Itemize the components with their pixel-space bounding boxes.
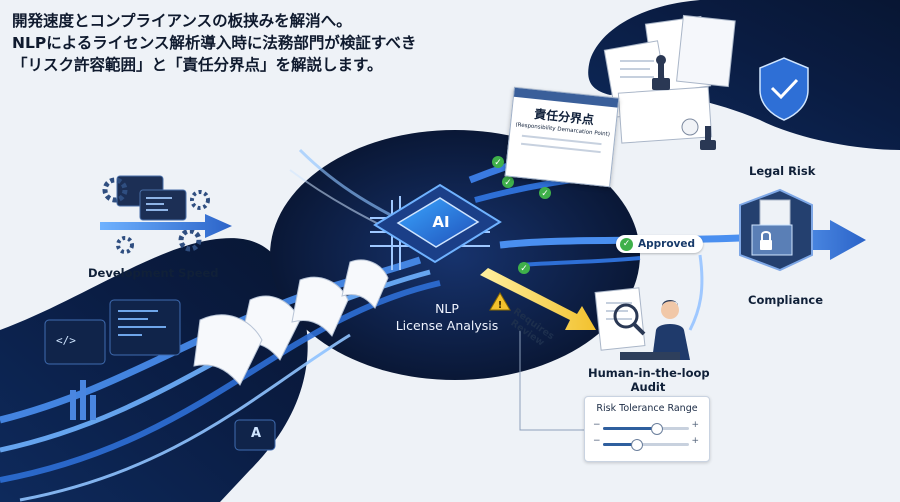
svg-text:!: ! xyxy=(498,300,503,311)
slider-minus: − xyxy=(593,420,601,430)
svg-text:✓: ✓ xyxy=(504,178,512,188)
legal-risk-label: Legal Risk xyxy=(749,164,816,178)
stamp-icon xyxy=(652,55,716,150)
svg-text:✓: ✓ xyxy=(520,264,528,274)
risk-tolerance-title: Risk Tolerance Range xyxy=(596,403,698,414)
legal-documents xyxy=(603,14,736,144)
approved-label: Approved xyxy=(638,238,696,250)
headline-line-1: 開発速度とコンプライアンスの板挟みを解消へ。 xyxy=(12,12,352,30)
slider-minus: − xyxy=(593,436,601,446)
hitl-audit-label: Human-in-the-loop Audit xyxy=(588,366,710,394)
code-tag-icon: </> xyxy=(56,334,76,347)
ai-chip-label: AI xyxy=(432,213,450,231)
person-icon xyxy=(594,287,690,360)
risk-slider-2[interactable]: − + xyxy=(593,436,699,451)
bottom-left-band xyxy=(0,238,308,502)
headline: 開発速度とコンプライアンスの板挟みを解消へ。 NLPによるライセンス解析導入時に… xyxy=(12,10,462,76)
svg-text:✓: ✓ xyxy=(541,189,549,199)
slider-track xyxy=(603,439,689,451)
svg-text:✓: ✓ xyxy=(494,158,502,168)
shield-check-icon xyxy=(759,57,809,121)
responsibility-demarcation-document: 責任分界点 (Responsibility Demarcation Point) xyxy=(504,86,620,188)
audit-label: Audit xyxy=(630,380,666,394)
document-letter-icon: A xyxy=(251,426,262,441)
folder-lock-icon xyxy=(739,188,813,272)
headline-line-3: 「リスク許容範囲」と「責任分界点」を解説します。 xyxy=(12,56,383,74)
risk-slider-1[interactable]: − + xyxy=(593,420,699,435)
connector-line xyxy=(519,330,584,431)
nlp-license-analysis-label: NLP License Analysis xyxy=(372,300,522,334)
slider-plus: + xyxy=(691,436,699,446)
slider-knob[interactable] xyxy=(651,423,664,435)
slider-fill xyxy=(603,427,657,430)
warning-icon: ! xyxy=(489,292,511,311)
doc-line xyxy=(520,142,601,154)
document-scrolls xyxy=(193,259,389,386)
hitl-label: Human-in-the-loop xyxy=(588,366,710,380)
slider-fill xyxy=(603,443,636,446)
risk-tolerance-panel: Risk Tolerance Range − + − + xyxy=(584,396,710,462)
nlp-label: NLP xyxy=(435,301,459,316)
license-analysis-label: License Analysis xyxy=(395,318,499,333)
slider-knob[interactable] xyxy=(630,439,643,451)
dev-tools-cluster xyxy=(100,175,232,254)
code-monitors xyxy=(44,299,276,451)
review-flow xyxy=(480,268,596,330)
headline-line-2: NLPによるライセンス解析導入時に法務部門が検証すべき xyxy=(12,34,417,52)
compliance-label: Compliance xyxy=(748,293,824,307)
slider-plus: + xyxy=(691,420,699,430)
development-speed-label: Development Speed xyxy=(88,266,219,280)
check-icon: ✓ xyxy=(620,237,633,251)
ai-chip xyxy=(370,183,502,270)
slider-track xyxy=(603,423,689,435)
approved-badge: ✓ Approved xyxy=(616,235,704,253)
